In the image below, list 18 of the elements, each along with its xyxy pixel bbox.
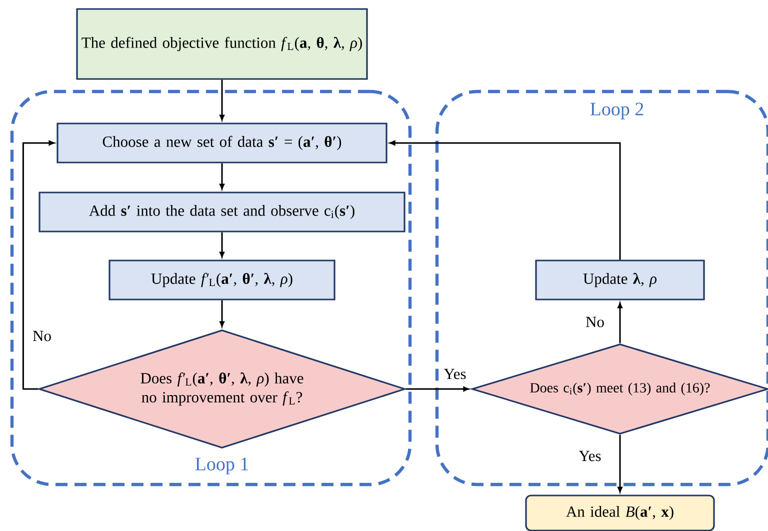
arrow — [406, 386, 469, 392]
arrow — [22, 140, 54, 390]
arrow — [618, 302, 622, 344]
edge-label: No — [584, 316, 606, 328]
arrow — [220, 163, 224, 190]
arrow — [220, 80, 224, 120]
process-box: Update λ, ρ — [535, 260, 705, 300]
arrow — [220, 300, 224, 327]
process-box: Update f′$_{L}$(a′, θ′, λ, ρ) — [108, 260, 336, 300]
start-box: The defined objective function f$_{L}$(a, θ, λ, ρ) — [76, 8, 368, 80]
edge-label: Yes — [578, 450, 602, 462]
edge-label: Yes — [442, 368, 468, 380]
process-box: Choose a new set of data s′ = (a′, θ′) — [56, 122, 388, 164]
arrow — [220, 232, 224, 258]
result-box: An ideal B(a′, x) — [525, 494, 715, 531]
process-box: Add s′ into the data set and observe c$_{i}$(s′) — [38, 192, 406, 232]
arrow — [390, 140, 621, 260]
arrow — [618, 434, 622, 492]
